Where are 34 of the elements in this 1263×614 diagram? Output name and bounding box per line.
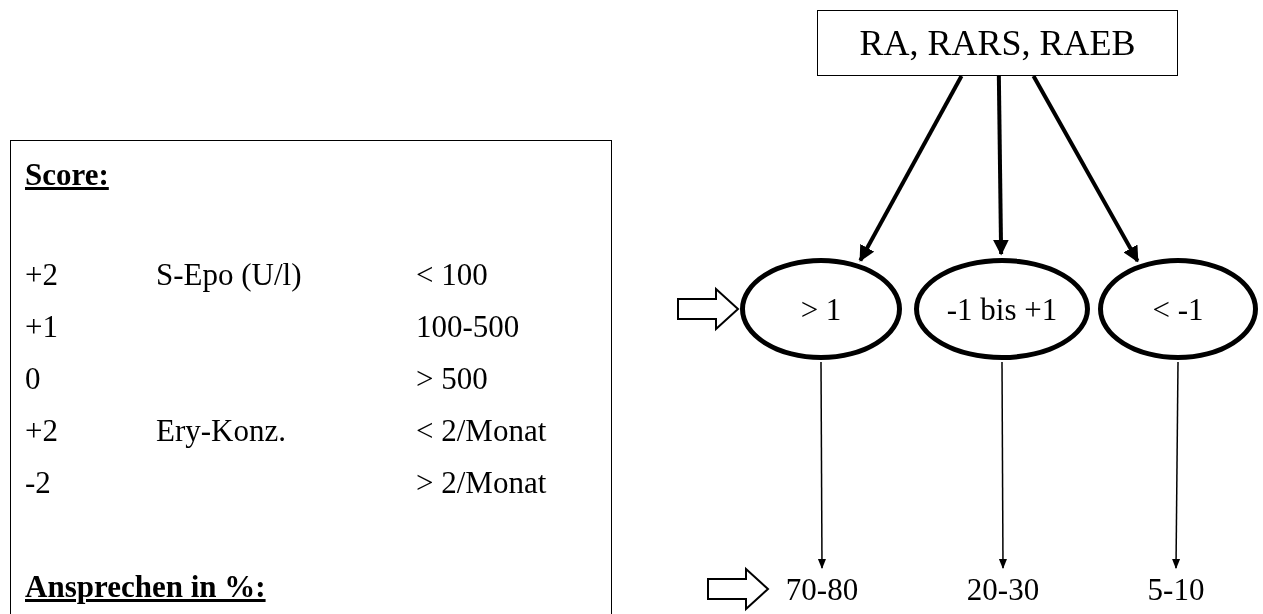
node-label: 70-80	[785, 573, 859, 605]
table-text: > 2/Monat	[416, 467, 547, 498]
table-text: +1	[25, 311, 58, 342]
block-arrow	[707, 566, 770, 612]
arrow	[1031, 75, 1140, 263]
score-ellipse	[740, 258, 902, 360]
node-label: 20-30	[966, 573, 1040, 605]
category-box	[817, 10, 1178, 76]
node-label: 5-10	[1147, 573, 1205, 605]
node-label: RA, RARS, RAEB	[859, 25, 1136, 61]
node-label: -1 bis +1	[946, 293, 1058, 325]
section-heading: Score:	[25, 159, 109, 190]
table-text: +2	[25, 415, 58, 446]
table-text: S-Epo (U/l)	[156, 259, 302, 290]
node-label: < -1	[1152, 293, 1204, 325]
table-text: 0	[25, 363, 41, 394]
arrow	[858, 75, 964, 262]
section-heading: Ansprechen in %:	[25, 571, 266, 602]
arrow	[992, 75, 1009, 256]
table-text: Ery-Konz.	[156, 415, 286, 446]
table-text: -2	[25, 467, 51, 498]
score-ellipse	[1098, 258, 1258, 360]
node-label: > 1	[800, 293, 842, 325]
score-ellipse	[914, 258, 1090, 360]
table-text: < 2/Monat	[416, 415, 547, 446]
score-panel	[10, 140, 612, 614]
arrow	[998, 361, 1008, 570]
arrow	[817, 361, 827, 570]
arrow	[1171, 361, 1181, 570]
table-text: +2	[25, 259, 58, 290]
table-text: > 500	[416, 363, 488, 394]
block-arrow	[677, 286, 740, 332]
table-text: < 100	[416, 259, 488, 290]
table-text: 100-500	[416, 311, 520, 342]
